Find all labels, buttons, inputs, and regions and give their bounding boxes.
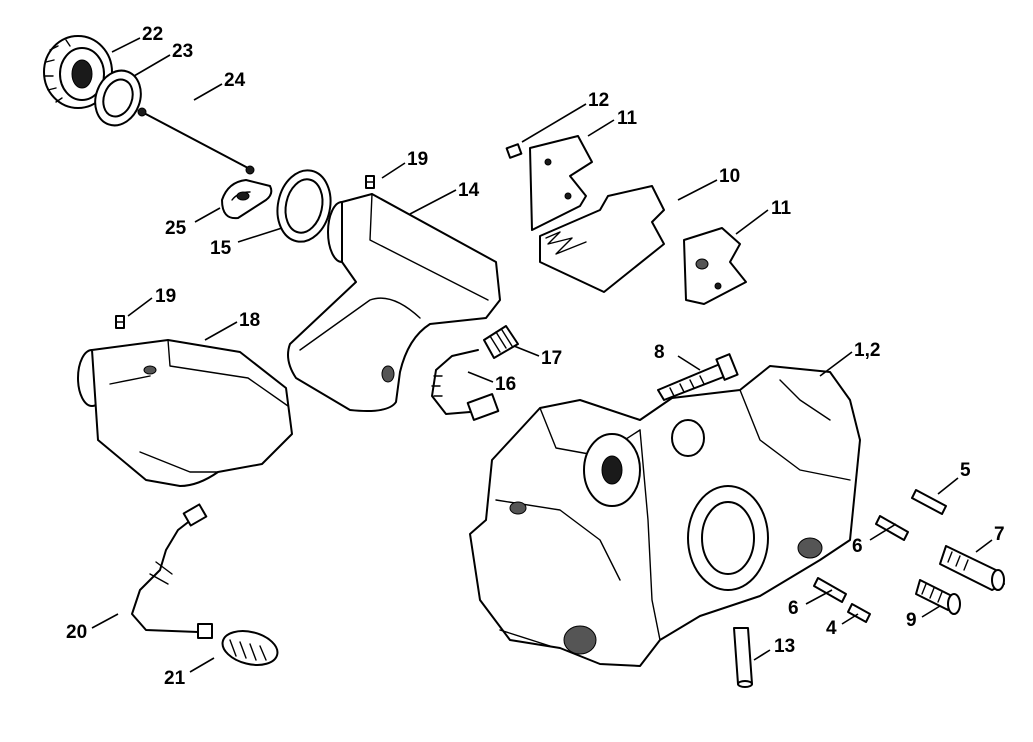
label-10: 10 [719, 166, 740, 187]
part-14-handle-housing [287, 193, 501, 412]
label-8: 8 [654, 342, 665, 363]
label-11-upper: 11 [617, 108, 638, 129]
label-6-lower: 6 [788, 598, 799, 619]
label-9: 9 [906, 610, 917, 631]
label-16: 16 [495, 374, 516, 395]
label-19-lower: 19 [155, 286, 176, 307]
label-18: 18 [239, 310, 260, 331]
part-21-fuel-filter [197, 623, 279, 666]
leader-lines [91, 37, 993, 673]
part-17-connector [483, 325, 519, 359]
label-13: 13 [774, 636, 795, 657]
label-17: 17 [541, 348, 562, 369]
part-22-cap [43, 35, 113, 109]
part-labels: 22 23 24 25 15 19 14 12 11 10 11 19 18 1… [66, 24, 1005, 689]
part-19-screw-upper [365, 175, 375, 189]
label-7: 7 [994, 524, 1005, 545]
label-6-upper: 6 [852, 536, 863, 557]
part-20-fuel-hose [131, 503, 208, 633]
label-20: 20 [66, 622, 87, 643]
label-21: 21 [164, 668, 186, 689]
label-15: 15 [210, 238, 232, 259]
part-15-seal-ring [276, 169, 332, 243]
label-22: 22 [142, 24, 163, 45]
part-6-pin-upper [875, 515, 909, 541]
part-19-screw-lower [115, 315, 125, 329]
label-23: 23 [172, 41, 193, 62]
part-5-pin [911, 489, 947, 515]
label-1-2: 1,2 [854, 340, 880, 361]
part-10-gasket [539, 185, 665, 293]
part-7-threaded-stud [939, 545, 1005, 591]
part-1-2-crankcase [469, 365, 861, 667]
label-25: 25 [165, 218, 187, 239]
part-25-clip [221, 179, 273, 220]
part-4-pin-short [847, 603, 871, 623]
label-11-lower: 11 [771, 198, 792, 219]
part-11-plate-lower [683, 227, 747, 305]
label-19-upper: 19 [407, 149, 428, 170]
label-12: 12 [588, 90, 609, 111]
part-8-bolt [657, 353, 739, 401]
label-5: 5 [960, 460, 971, 481]
part-13-tube [733, 627, 753, 688]
part-9-screw [915, 579, 961, 615]
part-12-screw [505, 143, 523, 159]
label-24: 24 [224, 70, 246, 91]
label-14: 14 [458, 180, 480, 201]
part-23-washer [94, 69, 142, 127]
part-16-hose [431, 349, 500, 421]
part-24-rod [137, 107, 255, 175]
part-18-filter-housing [77, 339, 293, 487]
part-6-pin-lower [813, 577, 847, 603]
label-4: 4 [826, 618, 837, 639]
part-11-plate-upper [529, 135, 593, 231]
